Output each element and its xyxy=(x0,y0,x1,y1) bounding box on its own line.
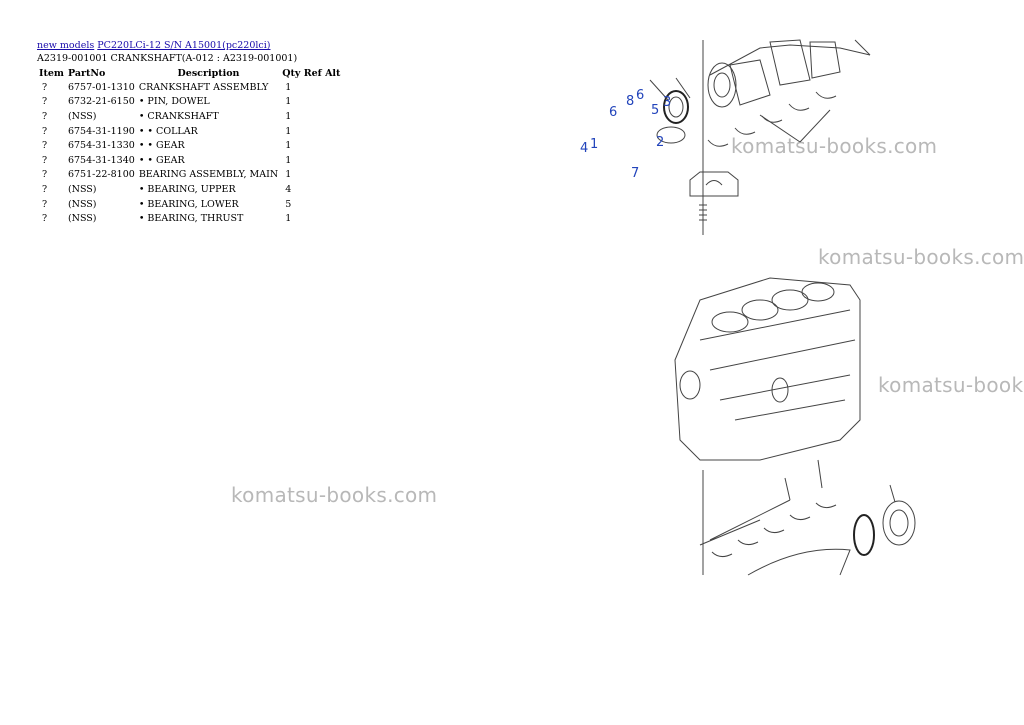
watermark: komatsu-books.com xyxy=(731,134,938,158)
cell-partno: (NSS) xyxy=(67,183,97,195)
cell-description: • CRANKSHAFT xyxy=(138,110,219,122)
cell-partno: 6732-21-6150 xyxy=(67,96,135,108)
cell-description: • BEARING, LOWER xyxy=(138,198,239,210)
table-row: ? (NSS) • BEARING, LOWER 5 xyxy=(37,197,342,212)
cell-partno: (NSS) xyxy=(67,110,97,122)
cell-partno: 6754-31-1340 xyxy=(67,154,135,166)
cell-partno: (NSS) xyxy=(67,213,97,225)
header-description: Description xyxy=(177,67,240,79)
cell-partno: 6754-31-1190 xyxy=(67,125,135,137)
cell-description: • • GEAR xyxy=(138,140,185,152)
callout-number: 7 xyxy=(631,166,639,181)
callout-number: 1 xyxy=(590,137,598,152)
cell-description: • • COLLAR xyxy=(138,125,198,137)
cell-item: ? xyxy=(42,183,48,195)
cell-qty: 1 xyxy=(285,154,292,166)
cell-item: ? xyxy=(42,125,48,137)
cell-item: ? xyxy=(42,198,48,210)
header-alt: Alt xyxy=(325,67,341,79)
table-row: ? (NSS) • BEARING, THRUST 1 xyxy=(37,211,342,226)
header-qty-ref-alt: Qty Ref Alt xyxy=(280,66,342,80)
cell-partno: (NSS) xyxy=(67,198,97,210)
table-row: ? 6732-21-6150• PIN, DOWEL 1 xyxy=(37,95,342,110)
table-row: ? 6754-31-1190• • COLLAR 1 xyxy=(37,124,342,139)
cell-qty: 1 xyxy=(285,140,292,152)
header-ref: Ref xyxy=(303,67,322,79)
cell-partno: 6754-31-1330 xyxy=(67,140,135,152)
watermark: komatsu-books.com xyxy=(231,483,438,507)
cell-item: ? xyxy=(42,169,48,181)
cell-item: ? xyxy=(42,81,48,93)
cell-qty: 5 xyxy=(285,198,292,210)
cell-description: BEARING ASSEMBLY, MAIN xyxy=(138,169,279,181)
cell-description: CRANKSHAFT ASSEMBLY xyxy=(138,81,269,93)
table-row: ? 6754-31-1330• • GEAR 1 xyxy=(37,138,342,153)
parts-table: Item PartNo Description Qty Ref Alt ? 675… xyxy=(37,66,342,226)
callout-number: 8 xyxy=(626,94,634,109)
cell-qty: 1 xyxy=(285,213,292,225)
table-header-row: Item PartNo Description Qty Ref Alt xyxy=(37,66,342,80)
callout-number: 4 xyxy=(580,141,588,156)
table-row: ? (NSS) • CRANKSHAFT 1 xyxy=(37,109,342,124)
cell-qty: 1 xyxy=(285,110,292,122)
cell-item: ? xyxy=(42,140,48,152)
callout-number: 6 xyxy=(636,88,644,103)
page-title: A2319-001001 CRANKSHAFT(A-012 : A2319-00… xyxy=(37,53,298,64)
breadcrumb: new models PC220LCi-12 S/N A15001(pc220l… xyxy=(37,40,270,52)
cell-partno: 6751-22-8100 xyxy=(67,169,135,181)
table-row: ? (NSS) • BEARING, UPPER 4 xyxy=(37,182,342,197)
header-partno: PartNo xyxy=(67,67,106,79)
table-row: ? 6754-31-1340• • GEAR 1 xyxy=(37,153,342,168)
watermark: komatsu-books.com xyxy=(818,245,1024,269)
cell-item: ? xyxy=(42,154,48,166)
breadcrumb-link-model[interactable]: PC220LCi-12 S/N A15001(pc220lci) xyxy=(97,40,271,51)
watermark: komatsu-books.com xyxy=(878,373,1024,397)
cell-qty: 1 xyxy=(285,125,292,137)
cell-description: • PIN, DOWEL xyxy=(138,96,210,108)
cell-qty: 1 xyxy=(285,169,292,181)
header-qty: Qty xyxy=(282,67,301,79)
cell-description: • • GEAR xyxy=(138,154,185,166)
cell-description: • BEARING, THRUST xyxy=(138,213,244,225)
callout-number: 6 xyxy=(609,105,617,120)
breadcrumb-link-new-models[interactable]: new models xyxy=(37,40,95,51)
header-item: Item xyxy=(39,67,64,79)
cell-qty: 4 xyxy=(285,183,292,195)
cell-qty: 1 xyxy=(285,96,292,108)
cell-qty: 1 xyxy=(285,81,292,93)
cell-item: ? xyxy=(42,110,48,122)
callout-number: 2 xyxy=(656,135,664,150)
callout-number: 5 xyxy=(651,103,659,118)
callout-number: 3 xyxy=(663,95,671,110)
cell-item: ? xyxy=(42,96,48,108)
cell-description: • BEARING, UPPER xyxy=(138,183,236,195)
cell-item: ? xyxy=(42,213,48,225)
cell-partno: 6757-01-1310 xyxy=(67,81,135,93)
